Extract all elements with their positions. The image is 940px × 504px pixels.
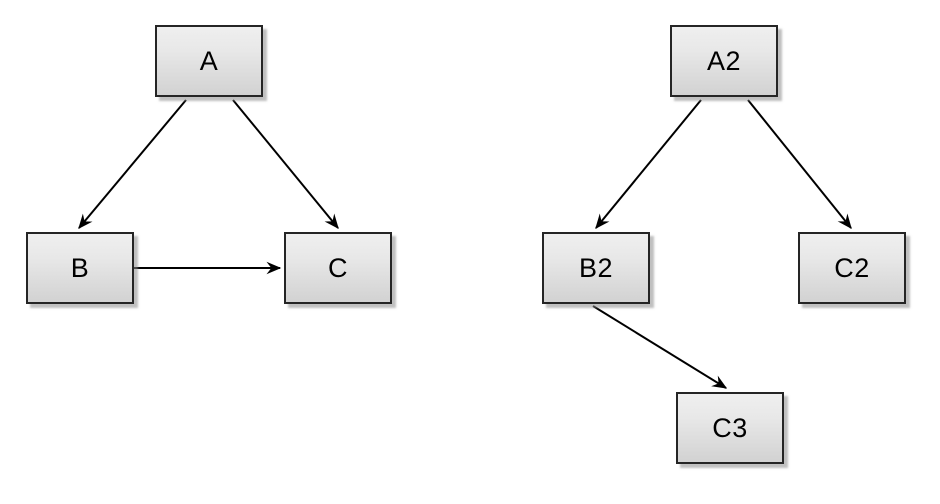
node-b[interactable]: B (26, 232, 134, 304)
edge-line-a-b (78, 99, 187, 229)
node-label-a: A (199, 45, 219, 76)
edge-a2-c2[interactable] (747, 99, 852, 229)
node-label-c3: C3 (712, 412, 748, 443)
edge-b-c[interactable] (130, 261, 282, 275)
edge-a2-b2[interactable] (595, 99, 702, 229)
edge-a-b[interactable] (78, 99, 187, 229)
node-label-b: B (70, 252, 90, 283)
node-c2[interactable]: C2 (798, 232, 906, 304)
node-c[interactable]: C (284, 232, 392, 304)
node-label-c2: C2 (834, 252, 870, 283)
edge-b2-c3[interactable] (592, 305, 728, 389)
node-a2[interactable]: A2 (670, 25, 778, 97)
node-b2[interactable]: B2 (542, 232, 650, 304)
edge-group-graph-right (592, 99, 852, 389)
edge-line-a-c (232, 99, 339, 229)
edge-line-b2-c3 (592, 305, 727, 389)
edge-group-graph-left (78, 99, 339, 275)
edge-a-c[interactable] (232, 99, 339, 229)
edge-line-a2-b2 (595, 99, 702, 229)
node-label-a2: A2 (706, 45, 742, 76)
node-a[interactable]: A (155, 25, 263, 97)
node-c3[interactable]: C3 (676, 392, 784, 464)
edge-line-a2-c2 (747, 99, 852, 229)
node-label-b2: B2 (578, 252, 614, 283)
node-label-c: C (328, 252, 348, 283)
